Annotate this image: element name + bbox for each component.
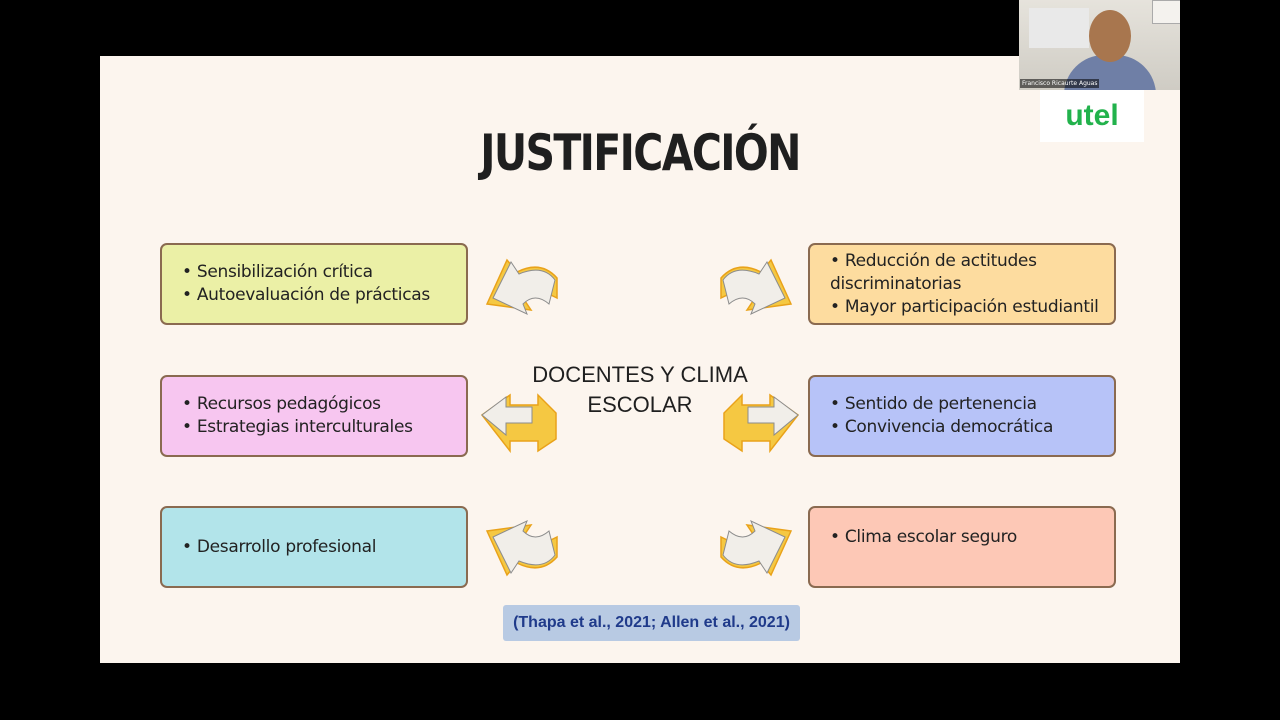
video-frame [1152, 0, 1180, 24]
arrow-up-right-icon [720, 258, 793, 315]
box-line: • Estrategias interculturales [182, 417, 413, 437]
participant-name: Francisco Ricaurte Aguas [1020, 79, 1100, 88]
citation: (Thapa et al., 2021; Allen et al., 2021) [503, 605, 800, 641]
box-line: • Clima escolar seguro [830, 527, 1018, 547]
arrow-down-left-icon [485, 520, 558, 577]
arrow-down-right-icon [720, 520, 793, 577]
box-safe-climate: • Clima escolar seguro [808, 506, 1116, 588]
center-topic-line: DOCENTES Y CLIMA [532, 362, 748, 387]
box-line: • Sentido de pertenencia [830, 394, 1037, 414]
box-development: • Desarrollo profesional [160, 506, 468, 588]
box-line: • Sensibilización crítica [182, 262, 373, 282]
box-resources: • Recursos pedagógicos • Estrategias int… [160, 375, 468, 457]
box-awareness: • Sensibilización crítica • Autoevaluaci… [160, 243, 468, 325]
box-line: • Autoevaluación de prácticas [182, 285, 430, 305]
box-line: discriminatorias [830, 273, 962, 294]
utel-logo: utel [1040, 90, 1144, 142]
center-topic-line: ESCOLAR [587, 392, 693, 417]
center-topic: DOCENTES Y CLIMA ESCOLAR [500, 360, 780, 420]
participant-head [1089, 10, 1131, 62]
arrow-right-icon [723, 393, 800, 454]
slide-title: JUSTIFICACIÓN [480, 124, 801, 182]
arrow-left-icon [480, 393, 557, 454]
box-line: • Desarrollo profesional [182, 536, 377, 557]
box-line: • Reducción de actitudes [830, 250, 1037, 271]
box-line: • Mayor participación estudiantil [830, 296, 1099, 317]
box-line: • Convivencia democrática [830, 417, 1054, 437]
logo-text: utel [1065, 99, 1119, 132]
presentation-slide: JUSTIFICACIÓN • Sensibilización crítica … [100, 56, 1180, 663]
video-thumbnail[interactable]: Francisco Ricaurte Aguas [1019, 0, 1180, 90]
box-line: • Recursos pedagógicos [182, 394, 381, 414]
box-belonging: • Sentido de pertenencia • Convivencia d… [808, 375, 1116, 457]
box-attitudes: • Reducción de actitudes discriminatoria… [808, 243, 1116, 325]
video-shelf [1029, 8, 1089, 48]
arrow-up-left-icon [485, 258, 558, 315]
